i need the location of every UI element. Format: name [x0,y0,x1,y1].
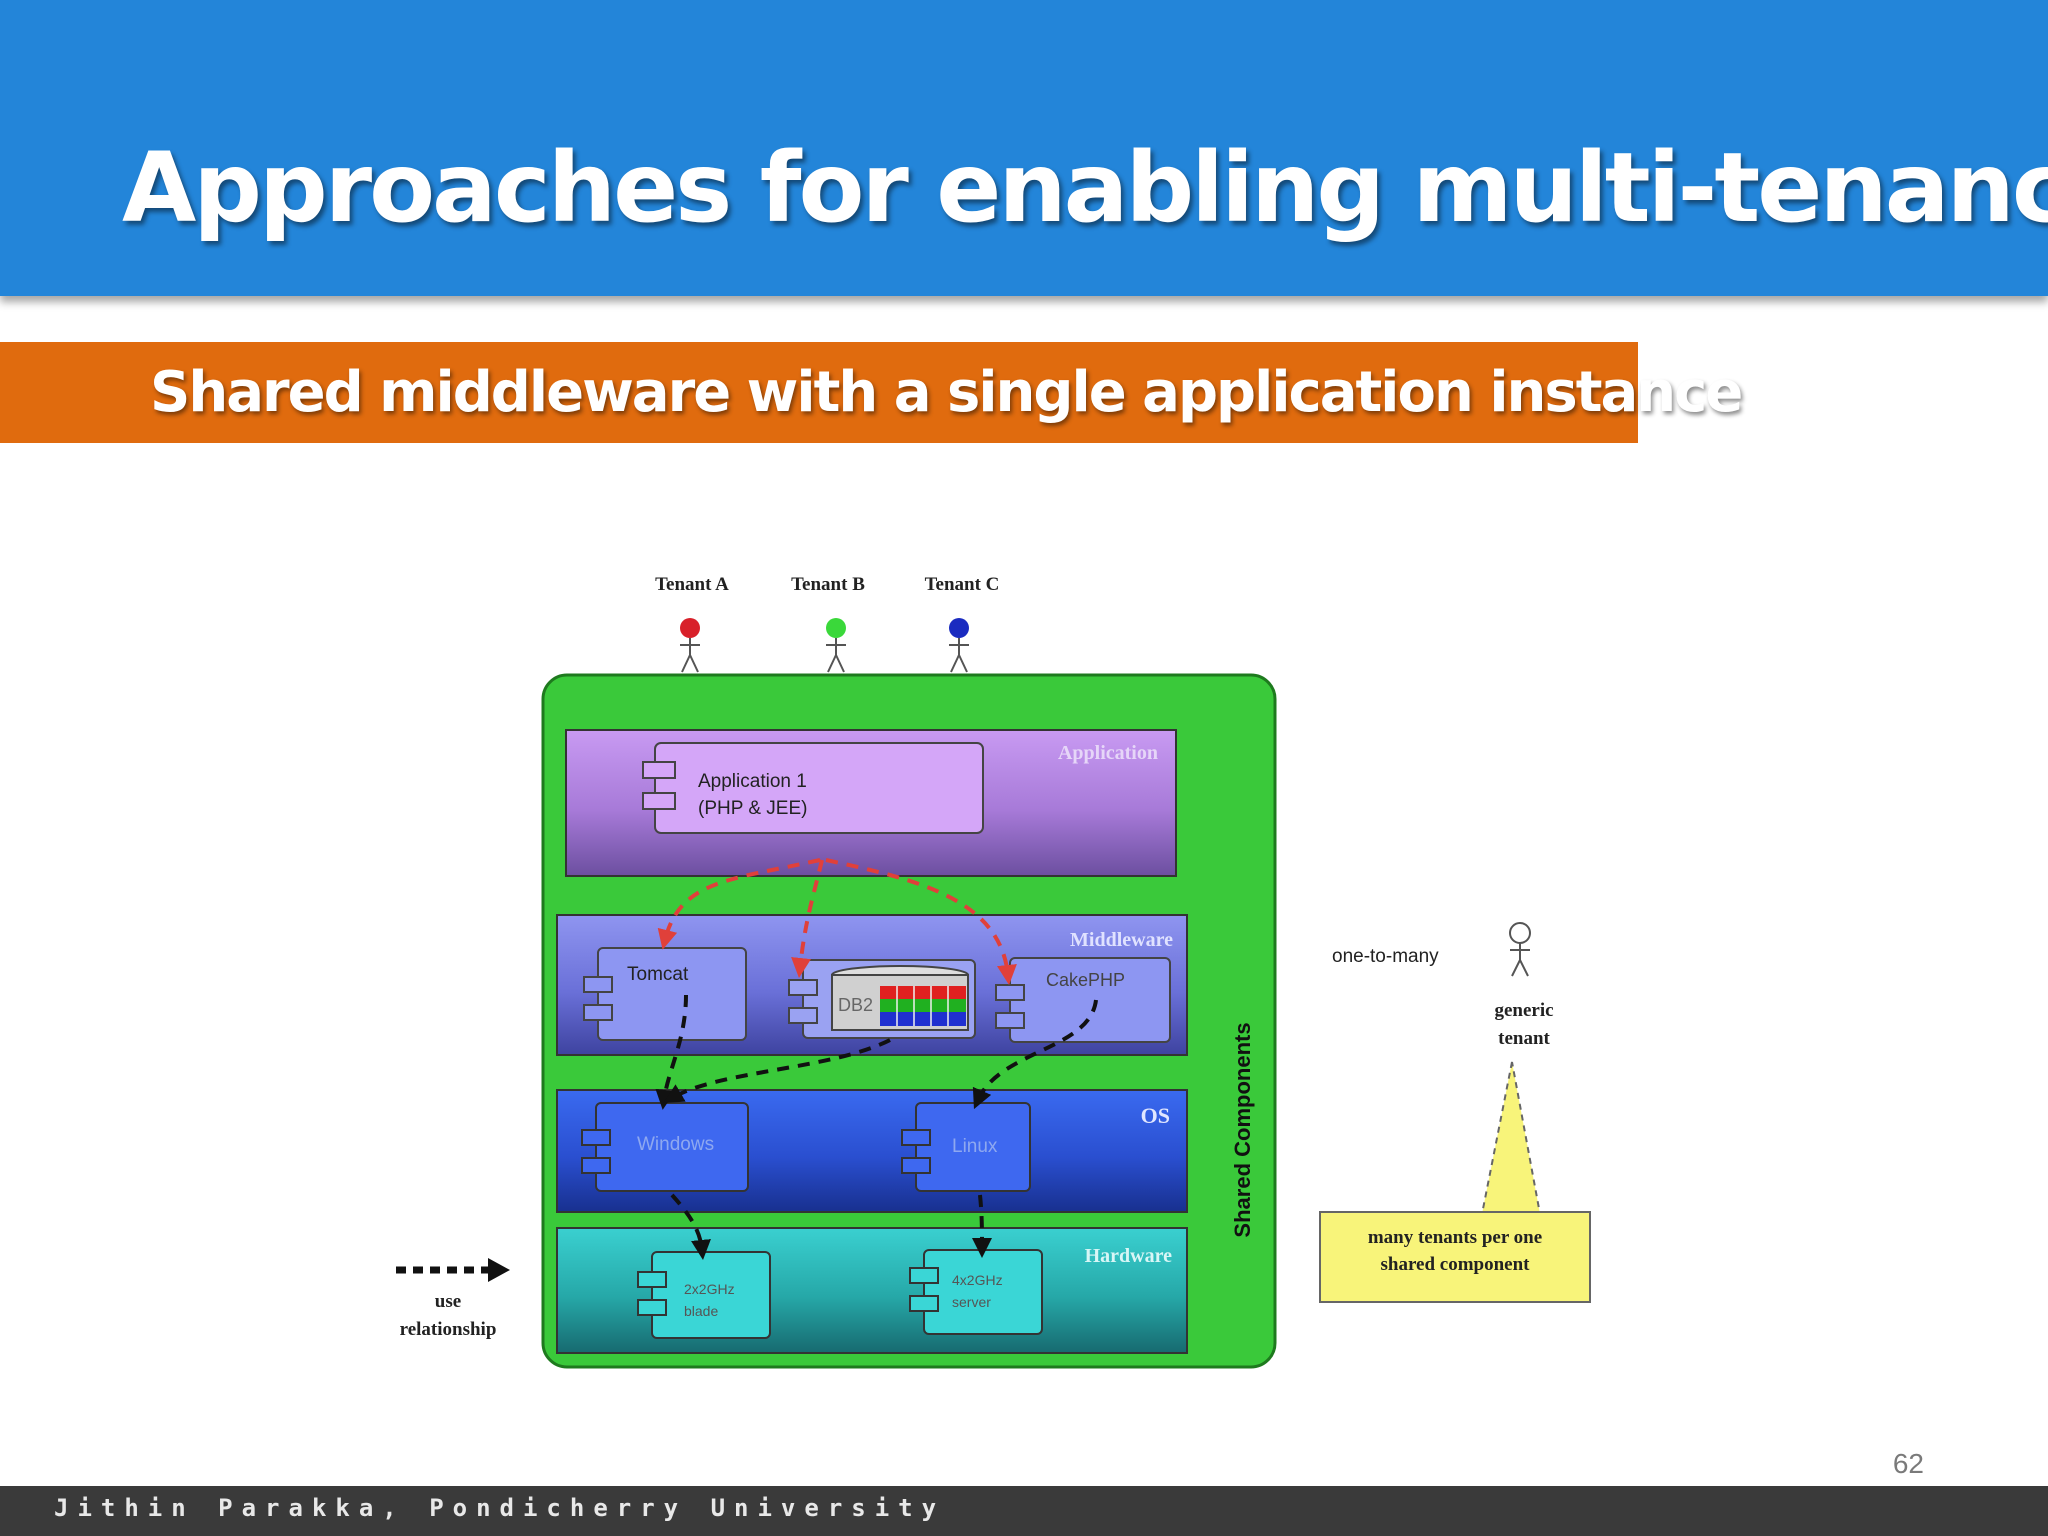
tenant-c: Tenant C [925,574,1000,673]
middleware-layer-label: Middleware [1070,929,1173,951]
tenant-a-head [680,618,700,638]
red-use-arrows [657,858,1017,985]
one-to-many-label: one-to-many [1332,946,1439,967]
server-spec: 4x2GHz [952,1272,1003,1288]
cakephp-label: CakePHP [1046,970,1125,990]
one-to-many-legend: one-to-many generic tenant many tenants … [1319,922,1591,1303]
db2-tenant-table [880,986,966,1026]
generic-tenant-line1: generic [1494,1000,1553,1021]
black-use-arrows [655,994,1098,1260]
server-type: server [952,1294,991,1310]
linux-label: Linux [952,1136,998,1157]
callout-pointer [1480,1061,1542,1215]
note-line2: shared component [1380,1254,1530,1275]
slide-title: Approaches for enabling multi-tenancy [122,132,2048,244]
subtitle-bar: Shared middleware with a single applicat… [0,342,1743,443]
shared-components-label: Shared Components [1230,1022,1255,1237]
db2-label: DB2 [838,995,873,1015]
generic-tenant-line2: tenant [1498,1028,1550,1049]
windows-label: Windows [637,1134,714,1155]
application-layer: Application Application 1 (PHP & JEE) [565,729,1177,877]
tenant-c-label: Tenant C [925,574,1000,595]
tenant-a: Tenant A [655,574,729,673]
hardware-layer: Hardware 2x2GHz blade 4x2GHz server [556,1227,1188,1354]
application-1-box [654,742,984,834]
note-line1: many tenants per one [1368,1227,1542,1248]
middleware-layer: Middleware Tomcat DB2 CakePHP [556,914,1188,1056]
application-layer-label: Application [1058,742,1158,764]
footer-author: Jithin Parakka, Pondicherry University [54,1494,946,1522]
title-bar: Approaches for enabling multi-tenancy [0,0,2048,296]
use-relationship-line2: relationship [400,1319,497,1340]
page-number: 62 [1892,1448,1924,1479]
slide-subtitle: Shared middleware with a single applicat… [150,360,1743,425]
tenant-a-label: Tenant A [655,574,729,595]
application-1-name: Application 1 [698,771,807,792]
blade-type: blade [684,1303,718,1319]
tomcat-label: Tomcat [627,964,689,985]
hardware-layer-label: Hardware [1085,1245,1173,1267]
application-1-tech: (PHP & JEE) [698,798,807,819]
tenant-c-head [949,618,969,638]
os-layer-label: OS [1141,1103,1170,1128]
footer-bar: Jithin Parakka, Pondicherry University [0,1486,2048,1536]
blade-box [651,1251,771,1339]
tenant-b: Tenant B [791,574,865,673]
use-relationship-line1: use [435,1291,461,1312]
generic-tenant-icon [1509,922,1531,977]
blade-spec: 2x2GHz [684,1281,735,1297]
tenant-b-head [826,618,846,638]
server-box [923,1249,1043,1335]
os-layer: OS Windows Linux [556,1089,1188,1213]
note-box [1319,1211,1591,1303]
tomcat-box [597,947,747,1041]
tenant-b-label: Tenant B [791,574,865,595]
use-relationship-legend: use relationship [396,1258,510,1340]
